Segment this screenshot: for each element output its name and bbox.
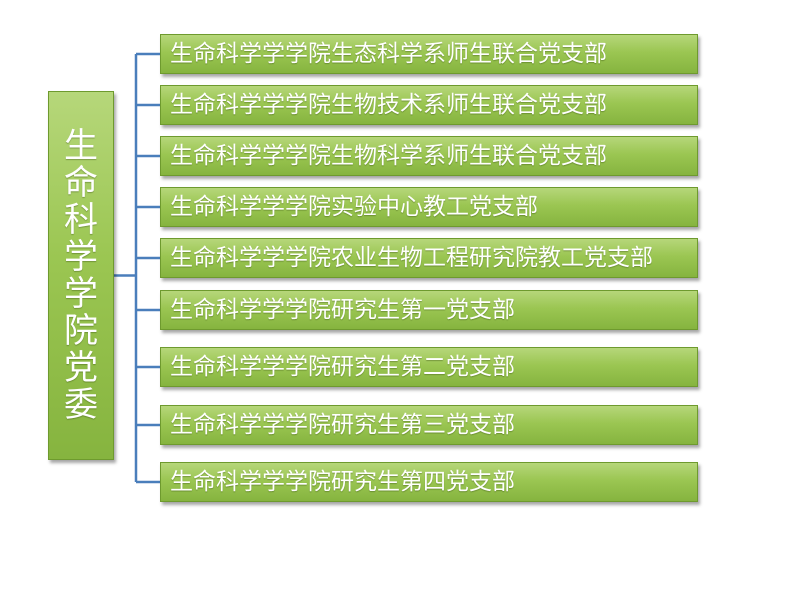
- branch-node-3: 生命科学学学院生物科学系师生联合党支部: [160, 136, 698, 176]
- branch-node-4: 生命科学学学院实验中心教工党支部: [160, 187, 698, 227]
- branch-node-2: 生命科学学学院生物技术系师生联合党支部: [160, 85, 698, 125]
- root-node-label: 生命科学学院党委: [64, 125, 98, 425]
- branch-node-label: 生命科学学学院生物技术系师生联合党支部: [170, 92, 607, 118]
- branch-node-8: 生命科学学学院研究生第三党支部: [160, 405, 698, 445]
- branch-node-label: 生命科学学学院研究生第三党支部: [170, 412, 515, 438]
- branch-node-label: 生命科学学学院研究生第一党支部: [170, 297, 515, 323]
- branch-node-label: 生命科学学学院生物科学系师生联合党支部: [170, 143, 607, 169]
- branch-node-label: 生命科学学学院实验中心教工党支部: [170, 194, 538, 220]
- branch-node-6: 生命科学学学院研究生第一党支部: [160, 290, 698, 330]
- branch-node-label: 生命科学学学院研究生第二党支部: [170, 354, 515, 380]
- branch-node-7: 生命科学学学院研究生第二党支部: [160, 347, 698, 387]
- branch-node-label: 生命科学学学院研究生第四党支部: [170, 469, 515, 495]
- branch-node-1: 生命科学学学院生态科学系师生联合党支部: [160, 34, 698, 74]
- branch-node-label: 生命科学学学院生态科学系师生联合党支部: [170, 41, 607, 67]
- branch-node-5: 生命科学学学院农业生物工程研究院教工党支部: [160, 238, 698, 278]
- branch-node-9: 生命科学学学院研究生第四党支部: [160, 462, 698, 502]
- root-node-party-committee: 生命科学学院党委: [48, 91, 114, 460]
- branch-node-label: 生命科学学学院农业生物工程研究院教工党支部: [170, 245, 653, 271]
